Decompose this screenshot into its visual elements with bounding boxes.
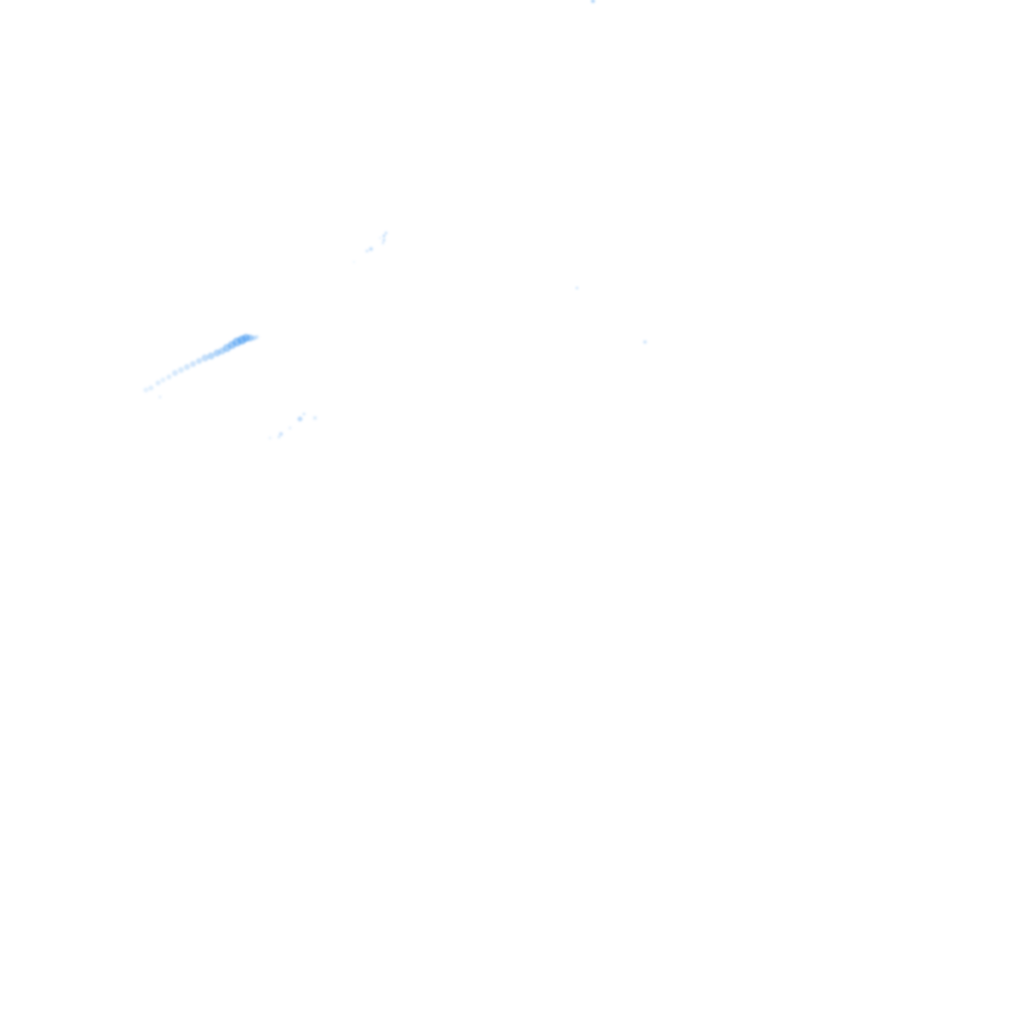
paint-dab (172, 370, 178, 376)
paint-dab (643, 340, 647, 344)
paint-dab (353, 261, 355, 263)
paint-dab (155, 380, 161, 386)
paint-dab (201, 354, 209, 362)
paint-dab (279, 432, 283, 436)
paint-dab (382, 238, 386, 242)
paint-dab (207, 352, 215, 360)
paint-dab (381, 241, 385, 245)
paint-dab (302, 412, 306, 416)
right-speck (643, 340, 647, 344)
paint-dab (313, 416, 317, 420)
paint-dab (365, 249, 369, 253)
paint-dab (288, 426, 292, 430)
paint-dab (268, 436, 272, 440)
lower-scatter-specks (268, 412, 317, 440)
upper-j-mark (353, 231, 388, 263)
mid-right-speck (575, 286, 579, 290)
paint-dab (297, 416, 303, 422)
paint-dab (575, 286, 579, 290)
paint-dab (184, 364, 190, 370)
paint-dab (190, 361, 196, 367)
paint-dab (255, 335, 259, 339)
paint-dab (277, 435, 281, 439)
main-diagonal-streak (143, 334, 259, 393)
paint-dab (178, 367, 184, 373)
paint-dab (196, 358, 202, 364)
top-edge-dot (591, 0, 595, 3)
tail-speck (158, 395, 162, 399)
paint-dab (382, 234, 386, 238)
paint-dab (166, 374, 172, 380)
paint-dab (591, 0, 595, 3)
brush-strokes-group (143, 0, 647, 440)
paint-dab (246, 334, 254, 342)
paint-dab (384, 231, 388, 235)
paint-dab (158, 395, 162, 399)
paint-dab (369, 247, 373, 251)
paint-dab (379, 237, 381, 239)
paint-dab (148, 385, 154, 391)
paint-dab (160, 377, 166, 383)
paint-dab (143, 387, 149, 393)
